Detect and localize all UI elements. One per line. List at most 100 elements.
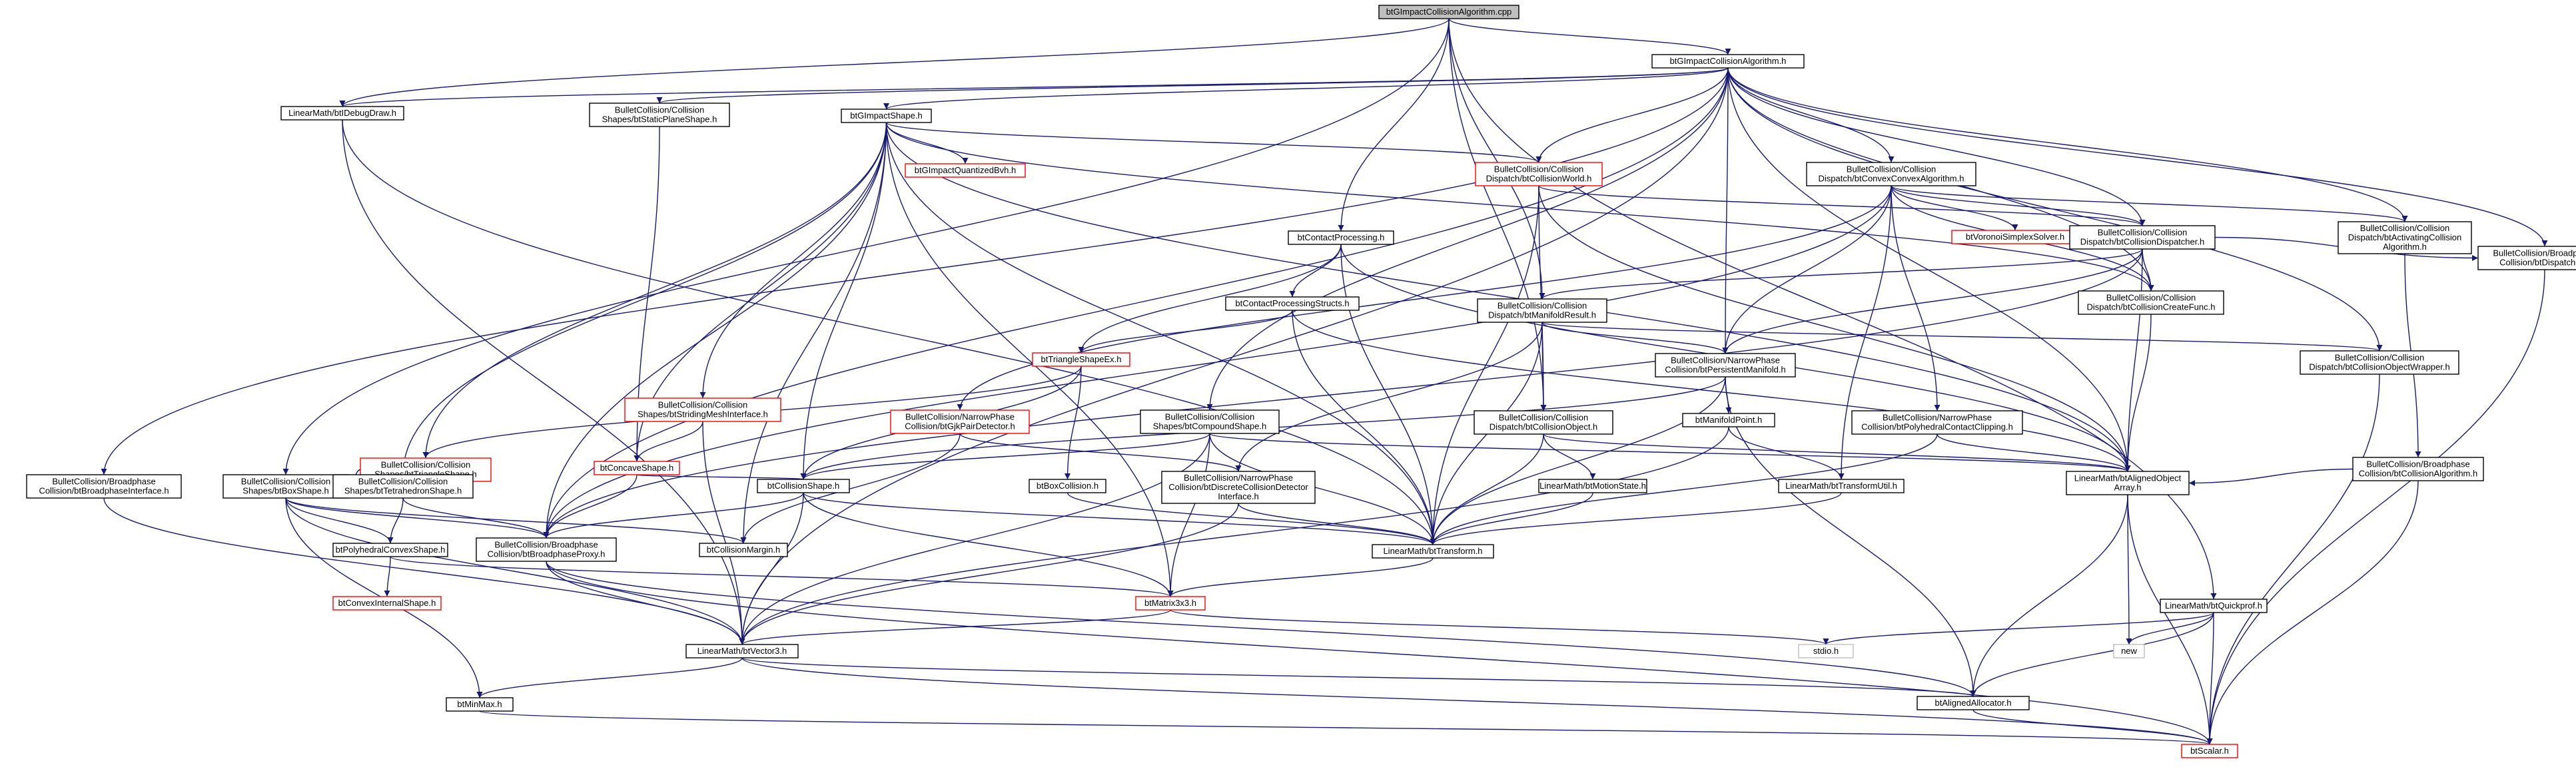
node-transformutil[interactable]: LinearMath/btTransformUtil.h (1778, 479, 1905, 493)
node-staticplane[interactable]: BulletCollision/CollisionShapes/btStatic… (589, 103, 730, 127)
node-minmax-label-line-0: btMinMax.h (457, 699, 502, 709)
node-bpinterface-box (26, 474, 182, 499)
node-activating[interactable]: BulletCollision/CollisionDispatch/btActi… (2338, 221, 2472, 254)
node-quickprof[interactable]: LinearMath/btQuickprof.h (2160, 599, 2268, 613)
node-objwrapper[interactable]: BulletCollision/CollisionDispatch/btColl… (2300, 350, 2459, 375)
node-gjkpair[interactable]: BulletCollision/NarrowPhaseCollision/btG… (890, 409, 1030, 434)
node-convexconvex[interactable]: BulletCollision/CollisionDispatch/btConv… (1806, 162, 1976, 186)
node-createfunc[interactable]: BulletCollision/CollisionDispatch/btColl… (2078, 290, 2224, 315)
node-allocator[interactable]: btAlignedAllocator.h (1917, 696, 2030, 710)
edge-algo_h-to-colworld (1535, 67, 1729, 163)
edge-polyclip-to-transform (1430, 433, 1938, 545)
edge-convexconvex-to-voronoi (1891, 185, 2018, 231)
node-transformutil-label-line-0: LinearMath/btTransformUtil.h (1785, 481, 1897, 491)
node-objwrapper-label-line-1: Dispatch/btCollisionObjectWrapper.h (2309, 362, 2449, 372)
node-manifoldpoint-label-line-0: btManifoldPoint.h (1695, 415, 1762, 425)
node-debugdraw[interactable]: LinearMath/btIDebugDraw.h (280, 106, 404, 121)
edge-boxshape-to-colmargin (285, 497, 747, 544)
node-objwrapper-box (2300, 350, 2459, 375)
node-stridingmesh[interactable]: BulletCollision/CollisionShapes/btStridi… (624, 397, 781, 422)
node-transform[interactable]: LinearMath/btTransform.h (1372, 544, 1494, 559)
node-gimpactshape[interactable]: btGImpactShape.h (841, 109, 932, 123)
edge-contactstructs-to-alignedarray (1292, 310, 2131, 472)
node-contactstructs[interactable]: btContactProcessingStructs.h (1225, 296, 1360, 311)
node-vector3[interactable]: LinearMath/btVector3.h (685, 644, 799, 658)
edge-compound-to-colshape (800, 433, 1210, 480)
node-bpalgorithm-label-line-1: Collision/btCollisionAlgorithm.h (2359, 469, 2477, 479)
node-bpproxy[interactable]: BulletCollision/BroadphaseCollision/btBr… (476, 537, 617, 562)
node-minmax[interactable]: btMinMax.h (446, 697, 514, 712)
node-persistent[interactable]: BulletCollision/NarrowPhaseCollision/btP… (1655, 353, 1796, 378)
node-minmax-box (446, 697, 514, 712)
node-tetra[interactable]: BulletCollision/CollisionShapes/btTetrah… (332, 474, 474, 499)
node-contactproc-box (1288, 230, 1394, 245)
edge-gimpactshape-to-colworld (885, 122, 1542, 163)
node-concaveshape[interactable]: btConcaveShape.h (594, 461, 680, 475)
node-bpdispatcher[interactable]: BulletCollision/BroadphaseCollision/btDi… (2477, 246, 2576, 270)
node-polyconvex[interactable]: btPolyhedralConvexShape.h (332, 543, 448, 557)
node-motionstate[interactable]: LinearMath/btMotionState.h (1538, 479, 1647, 493)
node-stdio-label-line-0: stdio.h (1813, 646, 1839, 656)
node-colworld[interactable]: BulletCollision/CollisionDispatch/btColl… (1475, 162, 1603, 186)
node-stdio-box (1798, 644, 1854, 658)
node-bpinterface[interactable]: BulletCollision/BroadphaseCollision/btBr… (26, 474, 182, 499)
node-root[interactable]: btGImpactCollisionAlgorithm.cpp (1378, 5, 1519, 19)
node-bpalgorithm-box (2352, 457, 2484, 481)
node-debugdraw-label-line-0: LinearMath/btIDebugDraw.h (288, 108, 396, 118)
node-boxcollision[interactable]: btBoxCollision.h (1029, 479, 1106, 493)
node-new[interactable]: new (2113, 644, 2145, 658)
edge-contactproc-to-triangleshapeex (1078, 244, 1342, 354)
node-contactproc[interactable]: btContactProcessing.h (1288, 230, 1394, 245)
node-quantbvh[interactable]: btGImpactQuantizedBvh.h (905, 163, 1026, 178)
node-discrete[interactable]: BulletCollision/NarrowPhaseCollision/btD… (1161, 471, 1316, 504)
edge-root-to-contactproc (1338, 18, 1450, 232)
node-stdio[interactable]: stdio.h (1798, 644, 1854, 658)
node-colworld-label-line-0: BulletCollision/Collision (1494, 164, 1583, 174)
node-algo_h[interactable]: btGImpactCollisionAlgorithm.h (1651, 54, 1805, 69)
edge-coldispatcher-to-persistent (1722, 248, 2143, 354)
node-bpinterface-label-line-1: Collision/btBroadphaseInterface.h (39, 486, 169, 496)
node-coldispatcher-label-line-0: BulletCollision/Collision (2098, 228, 2187, 238)
node-vector3-box (685, 644, 799, 658)
node-gjkpair-box (890, 409, 1030, 434)
node-coldispatcher[interactable]: BulletCollision/CollisionDispatch/btColl… (2069, 225, 2216, 250)
edge-convexconvex-to-polyclip (1891, 185, 1940, 411)
node-manifoldpoint[interactable]: btManifoldPoint.h (1682, 413, 1775, 427)
node-colmargin[interactable]: btCollisionMargin.h (699, 543, 788, 557)
edge-discrete-to-transform (1238, 503, 1436, 545)
node-transform-box (1372, 544, 1494, 559)
node-boxshape-label-line-1: Shapes/btBoxShape.h (242, 486, 328, 496)
edge-gimpactshape-to-colshape (800, 122, 887, 480)
node-bpalgorithm[interactable]: BulletCollision/BroadphaseCollision/btCo… (2352, 457, 2484, 481)
edge-manifoldpoint-to-transformutil (1728, 426, 1845, 480)
node-voronoi[interactable]: btVoronoiSimplexSolver.h (1951, 230, 2079, 244)
node-convexconvex-label-line-0: BulletCollision/Collision (1847, 164, 1936, 174)
node-compound[interactable]: BulletCollision/CollisionShapes/btCompou… (1140, 409, 1280, 434)
node-convexconvex-label-line-1: Dispatch/btConvexConvexAlgorithm.h (1819, 174, 1964, 184)
node-triangleshapeex[interactable]: btTriangleShapeEx.h (1032, 352, 1130, 367)
node-manifoldresult[interactable]: BulletCollision/CollisionDispatch/btMani… (1477, 298, 1607, 323)
edge-boxshape-to-bpproxy (285, 497, 550, 539)
edge-manifoldresult-to-persistent (1541, 322, 1729, 354)
edge-boxcollision-to-transform (1067, 492, 1436, 545)
node-polyclip-label-line-0: BulletCollision/NarrowPhase (1883, 413, 1992, 423)
node-scalar[interactable]: btScalar.h (2181, 744, 2238, 758)
edge-coldispatcher-to-manifoldresult (1539, 248, 2143, 300)
edge-root-to-boxshape (282, 18, 1450, 475)
edge-allocator-to-scalar (1972, 709, 2213, 745)
edge-gjkpair-to-discrete (959, 433, 1242, 472)
edge-alignedarray-to-allocator (1970, 494, 2128, 697)
node-colobject[interactable]: BulletCollision/CollisionDispatch/btColl… (1474, 410, 1613, 435)
edge-triangleshapeex-to-boxcollision (1065, 366, 1082, 480)
node-colshape[interactable]: btCollisionShape.h (757, 479, 850, 493)
node-polyclip[interactable]: BulletCollision/NarrowPhaseCollision/btP… (1851, 410, 2023, 435)
edge-matrix3x3-to-vector3 (739, 609, 1171, 645)
edge-compound-to-vector3 (739, 433, 1210, 645)
node-compound-label-line-0: BulletCollision/Collision (1165, 412, 1254, 422)
node-scalar-box (2181, 744, 2238, 758)
node-matrix3x3[interactable]: btMatrix3x3.h (1135, 596, 1206, 611)
node-boxshape[interactable]: BulletCollision/CollisionShapes/btBoxSha… (222, 474, 349, 499)
node-convexinternal[interactable]: btConvexInternalShape.h (332, 596, 442, 611)
node-staticplane-label-line-1: Shapes/btStaticPlaneShape.h (602, 115, 717, 125)
